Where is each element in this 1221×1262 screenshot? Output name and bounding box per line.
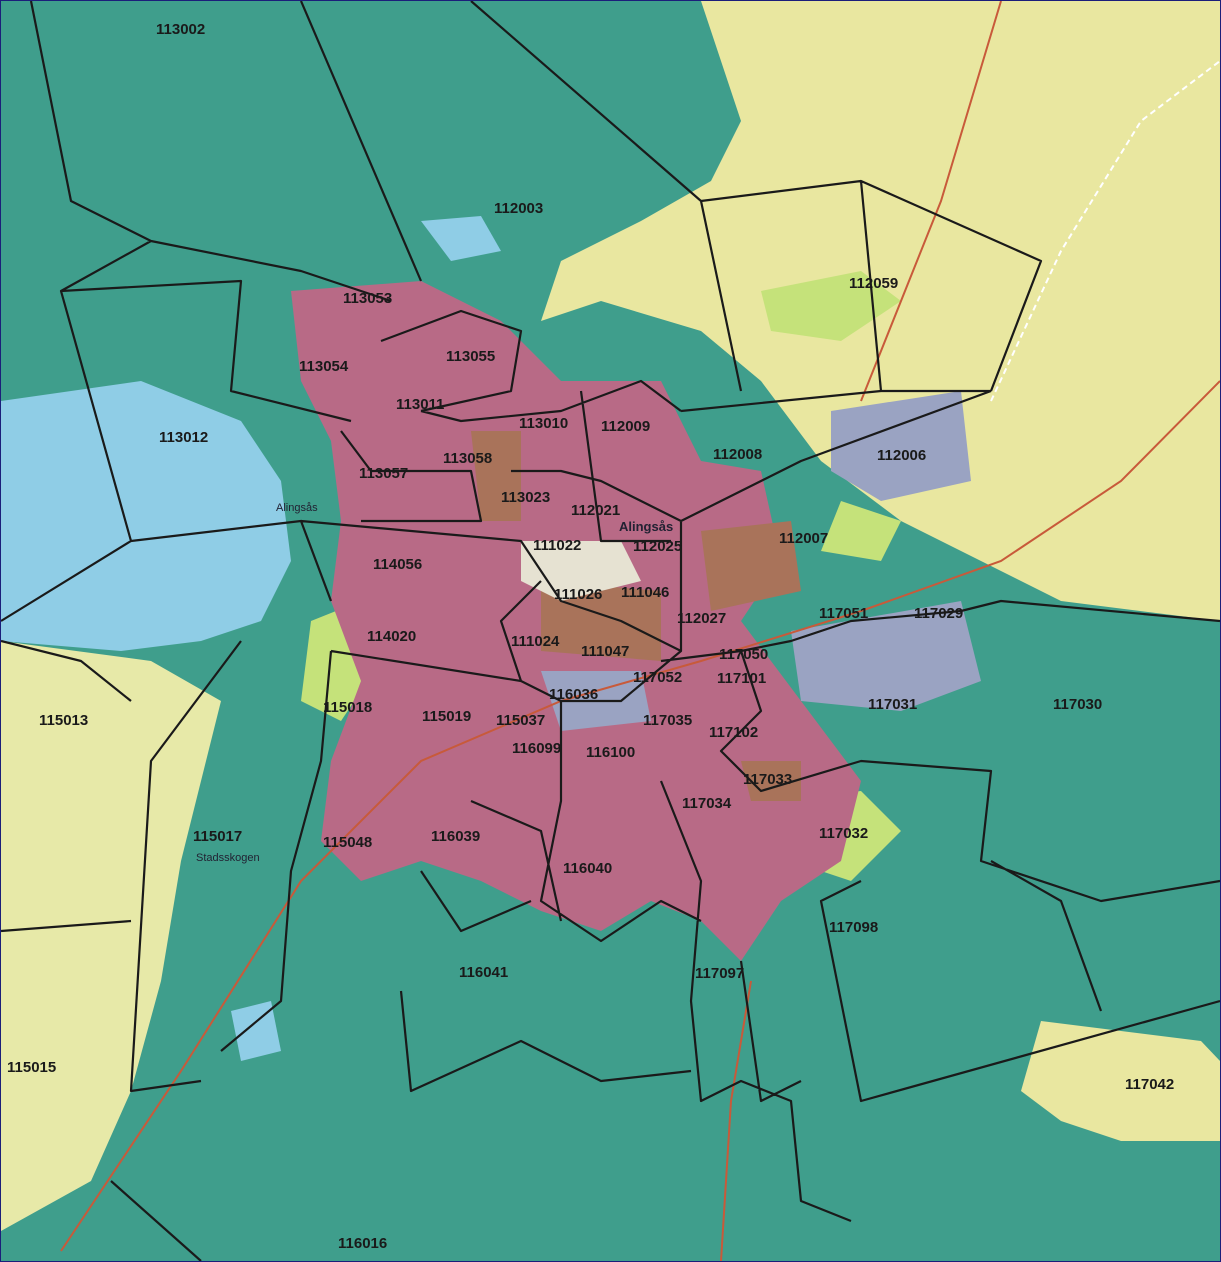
zone-label-113023[interactable]: 113023: [501, 489, 550, 506]
open-land-1: [761, 271, 901, 341]
zone-label-115013[interactable]: 115013: [39, 712, 88, 729]
zone-label-117034[interactable]: 117034: [682, 795, 732, 812]
zone-label-117031[interactable]: 117031: [868, 696, 917, 713]
zone-label-114020[interactable]: 114020: [367, 628, 416, 645]
residential-brown-4: [741, 761, 801, 801]
zone-label-117035[interactable]: 117035: [643, 712, 692, 729]
zone-label-116036[interactable]: 116036: [549, 686, 598, 703]
main-road: [60, 380, 1220, 1252]
zone-label-116039[interactable]: 116039: [431, 828, 480, 845]
zone-label-117029[interactable]: 117029: [914, 605, 963, 622]
zone-label-115018[interactable]: 115018: [323, 699, 372, 716]
zone-label-112009[interactable]: 112009: [601, 418, 650, 435]
zone-label-113055[interactable]: 113055: [446, 348, 495, 365]
lake-small-north: [421, 216, 501, 261]
zone-label-114056[interactable]: 114056: [373, 556, 422, 573]
road-north: [860, 1, 1002, 402]
lake-small-southwest: [231, 1001, 281, 1061]
lake-mjorn: [1, 381, 291, 651]
zone-label-117051[interactable]: 117051: [819, 605, 868, 622]
zone-label-113012[interactable]: 113012: [159, 429, 208, 446]
zone-label-115037[interactable]: 115037: [496, 712, 545, 729]
zone-label-113058[interactable]: 113058: [443, 450, 492, 467]
zone-label-117052[interactable]: 117052: [633, 669, 682, 686]
zone-label-111022[interactable]: 111022: [533, 537, 581, 554]
zone-label-115015[interactable]: 115015: [7, 1059, 56, 1076]
zone-label-117032[interactable]: 117032: [819, 825, 868, 842]
zone-label-113054[interactable]: 113054: [299, 358, 349, 375]
zone-label-117098[interactable]: 117098: [829, 919, 878, 936]
zone-label-115017[interactable]: 115017: [193, 828, 242, 845]
zone-label-111046[interactable]: 111046: [621, 584, 669, 601]
zone-label-113002[interactable]: 113002: [156, 21, 205, 38]
zone-label-116100[interactable]: 116100: [586, 744, 635, 761]
zone-label-112025[interactable]: 112025: [633, 538, 682, 555]
zone-label-117042[interactable]: 117042: [1125, 1076, 1174, 1093]
zone-label-113010[interactable]: 113010: [519, 415, 568, 432]
road-south: [720, 980, 752, 1261]
zone-label-116041[interactable]: 116041: [459, 964, 508, 981]
zone-label-113011[interactable]: 113011: [396, 396, 444, 413]
zone-label-116016[interactable]: 116016: [338, 1235, 387, 1252]
zone-label-116040[interactable]: 116040: [563, 860, 612, 877]
zone-label-117102[interactable]: 117102: [709, 724, 758, 741]
zone-label-112007[interactable]: 112007: [779, 530, 828, 547]
zone-label-113057[interactable]: 113057: [359, 465, 408, 482]
zone-label-111047[interactable]: 111047: [581, 643, 629, 660]
zone-label-112006[interactable]: 112006: [877, 447, 926, 464]
zone-label-117101[interactable]: 117101: [717, 670, 766, 687]
zone-labels: 113002 112003 112059 113053 113054 11305…: [7, 21, 1174, 1252]
residential-brown-3: [701, 521, 801, 611]
zone-label-112003[interactable]: 112003: [494, 200, 543, 217]
zone-label-112021[interactable]: 112021: [571, 502, 620, 519]
zone-label-116099[interactable]: 116099: [512, 740, 561, 757]
zone-label-111024[interactable]: 111024: [511, 633, 560, 650]
residential-brown-1: [471, 431, 521, 521]
open-land-3: [821, 501, 901, 561]
zone-label-112027[interactable]: 112027: [677, 610, 726, 627]
industrial-area-northeast: [831, 391, 971, 501]
zone-label-113053[interactable]: 113053: [343, 290, 392, 307]
industrial-area-east: [791, 601, 981, 711]
zone-label-115048[interactable]: 115048: [323, 834, 372, 851]
farmland-area-west: [1, 641, 221, 1231]
zone-label-112059[interactable]: 112059: [849, 275, 898, 292]
zone-label-117050[interactable]: 117050: [719, 646, 768, 663]
place-label-stadsskogen: Stadsskogen: [196, 852, 260, 864]
railway: [990, 60, 1220, 402]
zone-label-112008[interactable]: 112008: [713, 446, 762, 463]
zone-label-115019[interactable]: 115019: [422, 708, 471, 725]
zone-label-117030[interactable]: 117030: [1053, 696, 1102, 713]
place-label-alingsas-center: Alingsås: [619, 519, 673, 534]
farmland-area-southeast: [1021, 1021, 1220, 1141]
residential-brown-2: [541, 581, 661, 661]
zone-label-117097[interactable]: 117097: [695, 965, 744, 982]
place-label-alingsas-lake: Alingsås: [276, 502, 318, 514]
zone-label-117033[interactable]: 117033: [743, 771, 792, 788]
zone-label-111026[interactable]: 111026: [554, 586, 602, 603]
